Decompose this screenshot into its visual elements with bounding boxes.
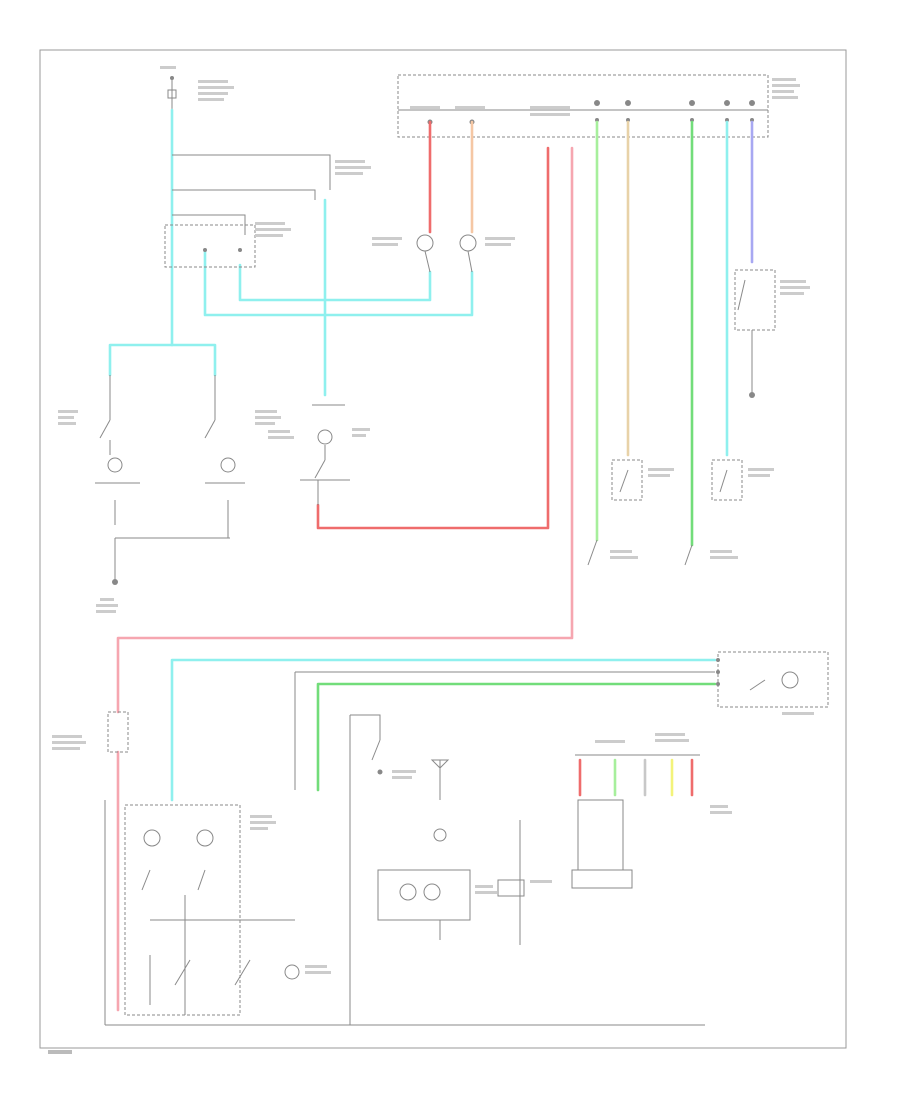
wire-red [316,120,550,530]
left-lower-connector [52,711,129,753]
footer-code-mark [48,1050,72,1054]
control-module-box [397,74,800,138]
power-source [160,66,234,110]
left-lamp-switch-group [58,375,281,613]
bottom-center-components [371,739,552,945]
wire-pink [116,146,574,1012]
trunk-connector-assembly [571,733,732,889]
wire-green-bus [316,682,717,792]
center-lamp-switch [268,404,370,505]
bottom-switch-assembly [104,800,705,1026]
wire-ltblu-bus [170,658,717,802]
wire-ltblu-branch [108,343,217,377]
wire-ltblu-cross [203,248,474,317]
right-lamp-unit [716,651,829,715]
top-left-switch-block [164,160,371,268]
right-door-switches [587,269,810,566]
diagram-border [39,49,847,1049]
module-indicator-lamps [372,234,515,273]
